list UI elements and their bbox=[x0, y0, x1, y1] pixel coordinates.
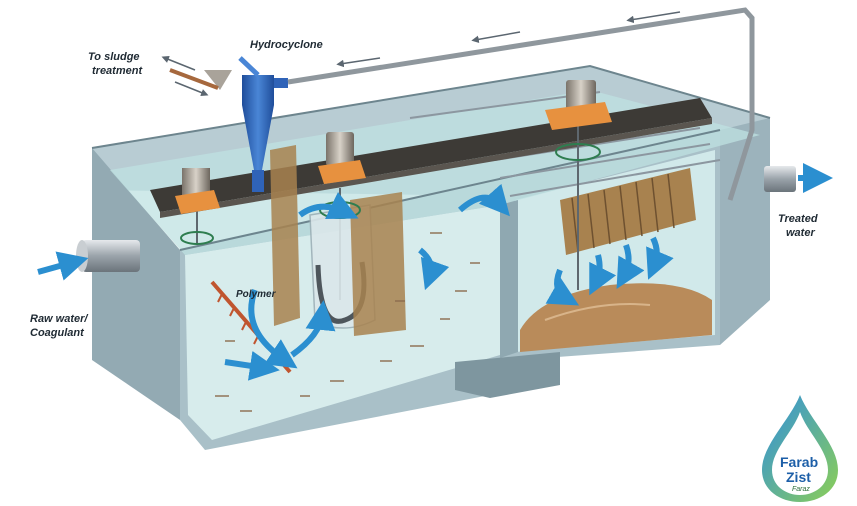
floc-arrow-up bbox=[290, 300, 336, 358]
sludge-funnel bbox=[204, 70, 232, 90]
settle-arrow-2 bbox=[616, 244, 645, 290]
floc-arrow-top bbox=[298, 191, 359, 220]
label-raw-line1: Raw water/ bbox=[30, 313, 89, 325]
mix-arrow-right bbox=[224, 350, 280, 381]
hydrocyclone-inlet-stub bbox=[274, 78, 288, 88]
tank-left-wall bbox=[92, 148, 180, 420]
sludge-swirl bbox=[544, 303, 651, 321]
hydrocyclone-overflow bbox=[238, 56, 260, 77]
tank-right-wall bbox=[720, 118, 770, 345]
settle-arrow-1 bbox=[589, 254, 617, 296]
lamella-lines bbox=[571, 173, 675, 253]
baffle-arrow bbox=[418, 247, 450, 291]
water-flow-arrows bbox=[37, 163, 833, 381]
label-sludge-line2: treatment bbox=[92, 65, 143, 77]
tank-front-edge bbox=[179, 129, 721, 251]
tank-sump bbox=[455, 352, 560, 398]
inflow-arrow bbox=[37, 251, 89, 281]
logo-line3: Faraz bbox=[792, 486, 810, 493]
inlet-pipe bbox=[76, 240, 140, 272]
baffle-plate-left bbox=[270, 145, 300, 326]
motor-middle bbox=[318, 132, 366, 184]
baffle-plate-right bbox=[350, 192, 406, 336]
flow-direction-arrows bbox=[161, 11, 681, 97]
label-sludge-line1: To sludge bbox=[88, 51, 140, 63]
logo-line1: Farab bbox=[780, 454, 818, 470]
transfer-arrow bbox=[458, 183, 510, 217]
lamella-plates bbox=[560, 168, 696, 255]
recirculation-pipe bbox=[287, 7, 755, 201]
motor-left bbox=[175, 168, 220, 214]
label-raw-line2: Coagulant bbox=[30, 327, 85, 339]
partition-wall bbox=[500, 200, 518, 358]
sludge-pipe bbox=[169, 68, 219, 90]
motor-right bbox=[545, 80, 612, 130]
logo-drop-inner bbox=[772, 412, 828, 495]
floc-particles bbox=[215, 232, 480, 412]
outlet-pipe bbox=[764, 166, 796, 192]
label-hydrocyclone: Hydrocyclone bbox=[250, 39, 323, 51]
hydrocyclone-outlet bbox=[252, 170, 264, 192]
label-treated-line1: Treated bbox=[778, 213, 818, 225]
hydrocyclone bbox=[169, 56, 288, 192]
settle-arrow-3 bbox=[646, 236, 674, 280]
hydrocyclone-body bbox=[242, 75, 274, 105]
hydrocyclone-cone bbox=[242, 105, 274, 170]
logo-line2: Zist bbox=[786, 469, 811, 485]
lamella-pack bbox=[560, 168, 696, 255]
label-treated-line2: water bbox=[786, 227, 815, 239]
label-polymer: Polymer bbox=[236, 289, 277, 300]
walkway-bridge-edge bbox=[160, 118, 712, 218]
recycle-arrow bbox=[545, 268, 580, 306]
company-logo: Farab Zist Faraz bbox=[762, 395, 838, 502]
